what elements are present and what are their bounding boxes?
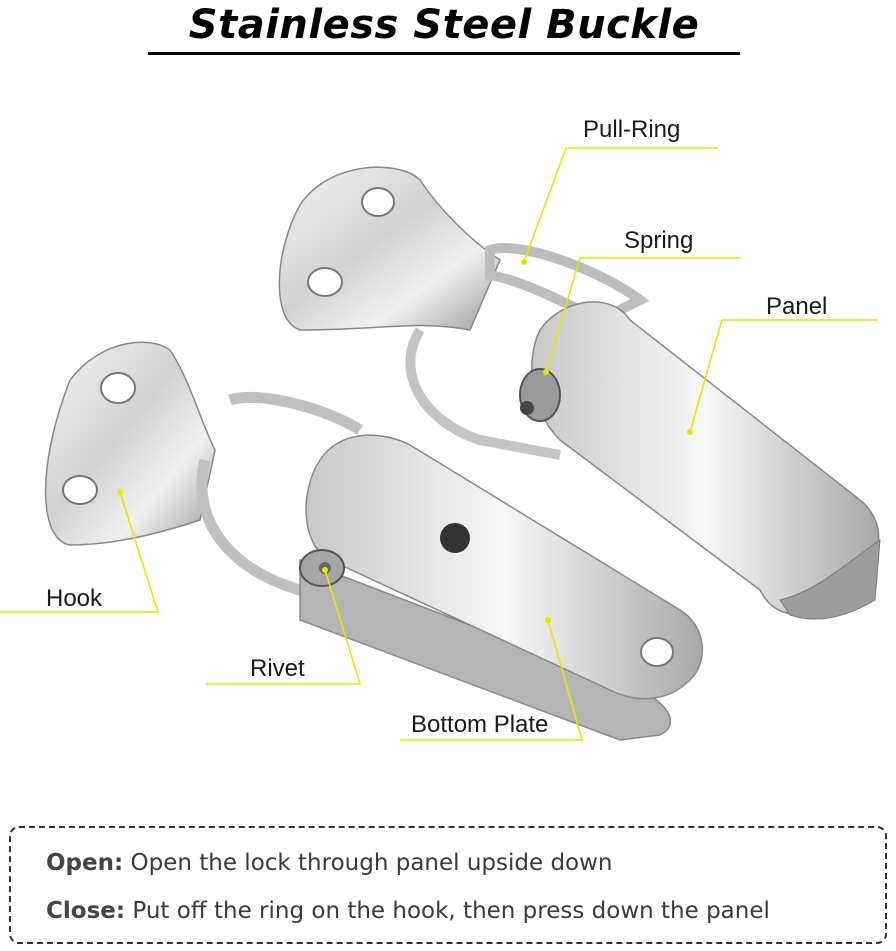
upper-hook-plate (278, 166, 501, 331)
instructions-box (9, 826, 887, 944)
close-instruction: Close: Put off the ring on the hook, the… (46, 898, 770, 924)
page-title: Stainless Steel Buckle (148, 0, 740, 55)
open-instruction: Open: Open the lock through panel upside… (46, 850, 613, 876)
panel-leader (689, 319, 878, 433)
leader-lines (0, 147, 878, 741)
lower-hook-plate (44, 341, 216, 546)
open-key: Open: (46, 850, 124, 876)
upper-pull-ring (485, 243, 650, 326)
open-text: Open the lock through panel upside down (130, 850, 613, 876)
label-panel: Panel (766, 293, 828, 320)
label-spring: Spring (624, 227, 694, 254)
lower-pull-ring (196, 391, 372, 611)
spring-leader (545, 257, 740, 373)
label-hook: Hook (46, 585, 103, 612)
leader-dots (117, 259, 693, 623)
close-key: Close: (46, 898, 126, 924)
label-rivet: Rivet (250, 655, 305, 682)
lower-panel (305, 434, 704, 700)
bottom-plate-leader (400, 619, 584, 741)
close-text: Put off the ring on the hook, then press… (132, 898, 770, 924)
hook-leader (0, 491, 160, 613)
label-bottom-plate: Bottom Plate (411, 711, 549, 738)
rivet-leader (206, 569, 362, 685)
pull-ring-leader (523, 147, 718, 263)
label-pull-ring: Pull-Ring (583, 116, 681, 143)
